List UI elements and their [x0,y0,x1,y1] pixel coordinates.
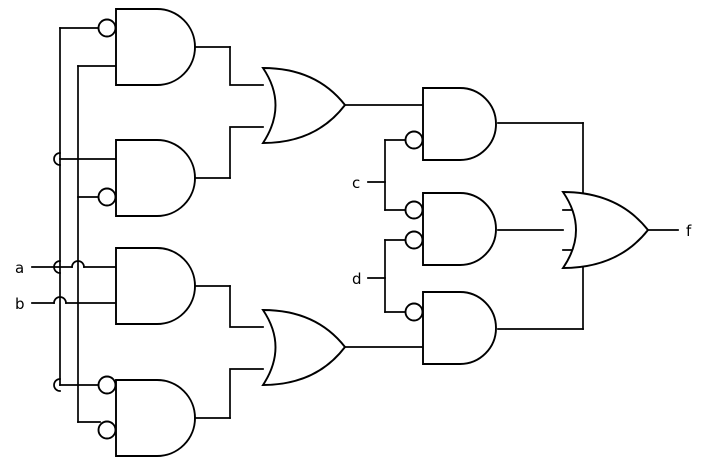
and7-input1-inversion-bubble [404,302,424,322]
wire-hop-and4-a [53,378,61,392]
and4-body [115,379,196,457]
gate-and2[interactable] [97,139,231,217]
and5-input2-inversion-bubble [404,130,424,150]
input-label-d: d [352,270,362,288]
gate-and1[interactable] [97,8,231,86]
or2-input2-route [229,368,264,419]
gate-and3[interactable] [115,247,231,325]
and6-input2-inversion-bubble [404,230,424,250]
gate-and4[interactable] [97,375,231,457]
input-cd-group [367,139,406,313]
and1-input1-inversion-bubble [97,18,117,38]
or1-input1-route [229,46,264,86]
and6-body [422,192,497,266]
gate-and7[interactable] [404,291,584,365]
or1-body [261,67,347,144]
and2-body [115,139,196,217]
input-bus-group [31,27,117,423]
wire-hop-and3-a [53,260,61,274]
and1-body [115,8,196,86]
gate-or3[interactable] [561,122,679,330]
or2-input1-route [229,285,264,328]
and3-body [115,247,196,325]
or2-body [261,309,347,386]
or1-input2-route [229,126,264,179]
and2-input2-inversion-bubble [97,187,117,207]
or3-body [561,191,650,269]
and4-input2-inversion-bubble [97,420,117,440]
gate-and5[interactable] [404,87,584,161]
wire-a-hop-over-bus-b [71,260,85,268]
gate-or2[interactable] [229,285,424,419]
input-label-c: c [352,174,360,192]
and4-input1-inversion-bubble [97,375,117,395]
gate-and6[interactable] [404,192,564,266]
wire-b-hop-over-bus-a [53,296,67,304]
and5-body [422,87,497,161]
and7-body [422,291,497,365]
and6-input1-inversion-bubble [404,200,424,220]
input-label-b: b [15,295,25,313]
wire-hop-and2-a [53,152,61,166]
gate-or1[interactable] [229,46,424,179]
output-label-f: f [686,222,692,240]
input-label-a: a [15,259,24,277]
